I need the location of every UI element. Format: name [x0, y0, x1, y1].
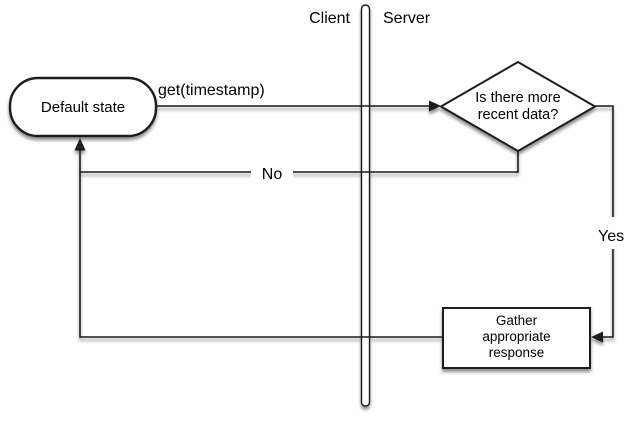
no-branch-label: No	[262, 166, 283, 183]
decision-label-line1: Is there more	[475, 90, 560, 106]
default-state-node	[8, 76, 158, 138]
server-lane-label: Server	[383, 10, 431, 27]
client-lane-label: Client	[309, 10, 350, 27]
gather-label-line3: response	[489, 345, 545, 360]
yes-branch-label: Yes	[598, 228, 624, 245]
return-edge	[79, 150, 443, 338]
default-state-label: Default state	[41, 99, 125, 116]
no-branch-edge	[80, 151, 519, 173]
decision-label-line2: recent data?	[478, 107, 559, 123]
yes-arrowhead-icon	[591, 331, 603, 343]
gather-label-line1: Gather	[496, 313, 538, 328]
yes-label-background	[593, 217, 638, 249]
gather-label-line2: appropriate	[482, 329, 550, 344]
gather-response-node	[442, 307, 591, 369]
return-arrowhead-icon	[74, 138, 86, 151]
no-label-background	[251, 161, 293, 182]
decision-diamond-node	[439, 60, 597, 153]
client-server-divider	[360, 4, 371, 407]
request-arrowhead-icon	[429, 100, 441, 112]
request-edge-label: get(timestamp)	[158, 82, 265, 99]
